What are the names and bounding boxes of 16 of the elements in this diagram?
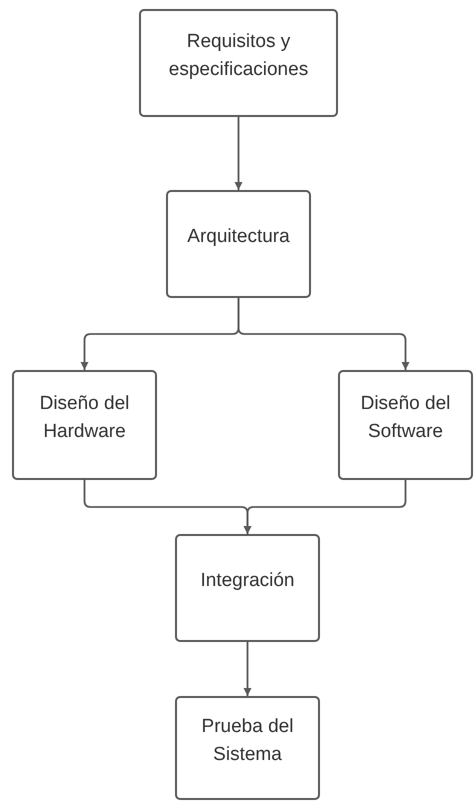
box-label: Prueba del Sistema	[200, 715, 294, 767]
arrow	[234, 117, 243, 190]
process-box	[12, 370, 157, 480]
process-box	[175, 696, 320, 800]
process-box	[139, 9, 338, 117]
box-label: Diseño del Hardware	[38, 392, 130, 444]
box-label: Requisitos y especificaciones	[168, 30, 310, 82]
arrow	[243, 642, 252, 696]
process-box	[338, 370, 473, 480]
process-box	[166, 190, 311, 298]
arrow	[238, 298, 410, 370]
box-label: Integración	[200, 569, 294, 593]
box-label: Diseño del Software	[360, 392, 452, 444]
box-label: Arquitectura	[187, 225, 290, 249]
arrow	[243, 480, 406, 534]
process-box	[175, 534, 320, 642]
